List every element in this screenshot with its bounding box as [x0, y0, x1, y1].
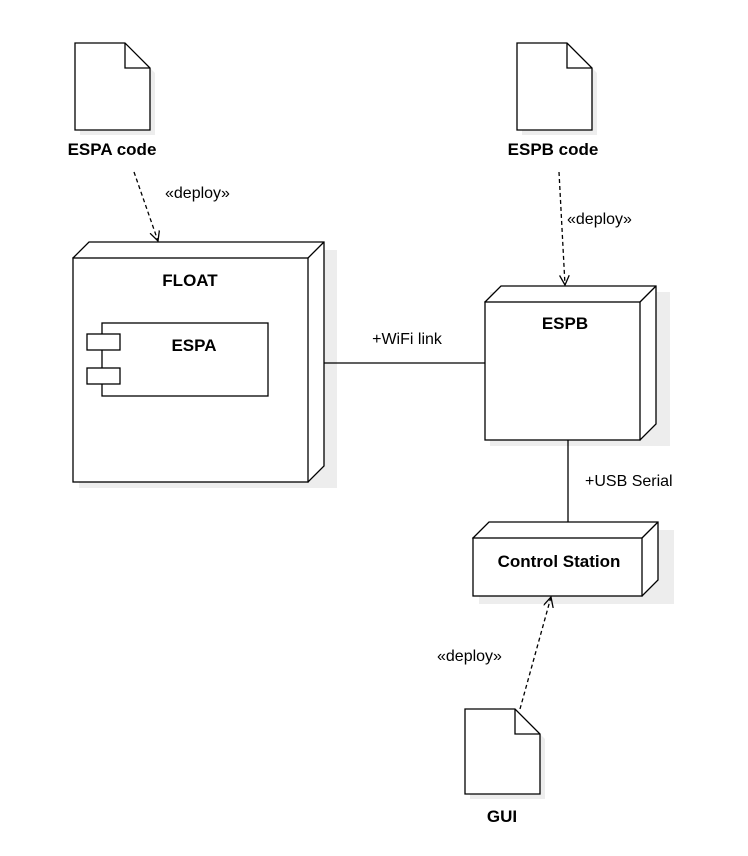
- espa-code-artifact[interactable]: ESPA code: [68, 42, 157, 159]
- espa-code-label: ESPA code: [68, 140, 157, 159]
- wifi-link-label: +WiFi link: [372, 331, 443, 348]
- node-front: [484, 301, 641, 441]
- espa-label: ESPA: [171, 336, 216, 355]
- espb-node[interactable]: ESPB: [484, 285, 670, 446]
- espb-label: ESPB: [542, 314, 588, 333]
- control-station-node[interactable]: Control Station: [471, 521, 674, 604]
- component-body: [101, 322, 269, 397]
- usb-serial-label: +USB Serial: [585, 473, 673, 490]
- control-station-label: Control Station: [498, 552, 621, 571]
- gui-artifact[interactable]: GUI: [464, 708, 545, 826]
- float-label: FLOAT: [162, 271, 218, 290]
- node-front: [472, 537, 643, 597]
- deploy-espa-label: «deploy»: [165, 185, 230, 202]
- document-icon: [464, 708, 541, 795]
- espb-code-artifact[interactable]: ESPB code: [508, 42, 599, 159]
- component-port-icon: [86, 333, 121, 351]
- espa-component[interactable]: ESPA: [86, 322, 269, 397]
- deploy-gui-label: «deploy»: [437, 648, 502, 665]
- deploy-gui-arrow[interactable]: [519, 597, 551, 710]
- gui-label: GUI: [487, 807, 517, 826]
- deploy-espa-arrow[interactable]: [133, 171, 158, 241]
- document-icon: [74, 42, 151, 131]
- deploy-espb-arrow[interactable]: [558, 171, 565, 285]
- deploy-espb-label: «deploy»: [567, 211, 632, 228]
- espb-code-label: ESPB code: [508, 140, 599, 159]
- component-port-icon: [86, 367, 121, 385]
- document-icon: [516, 42, 593, 131]
